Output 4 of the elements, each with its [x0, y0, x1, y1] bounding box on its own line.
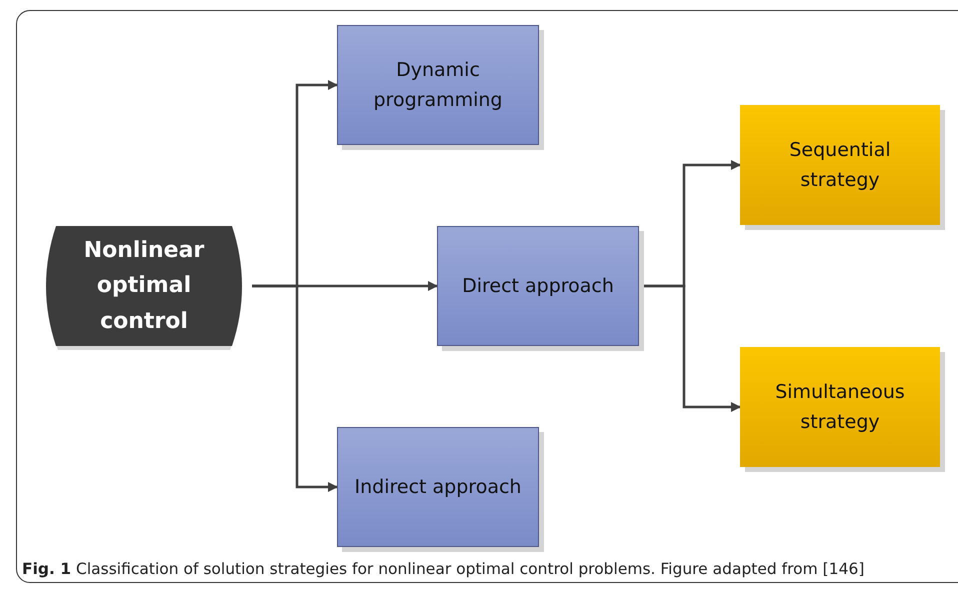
strategy-box: Simultaneous strategy: [740, 347, 940, 467]
strategy-box: Sequential strategy: [740, 105, 940, 225]
arrow: [252, 284, 338, 492]
figure-caption: Fig. 1 Classification of solution strategies for nonlinear optimal control problems. Figure adapted from [146]: [22, 560, 864, 578]
